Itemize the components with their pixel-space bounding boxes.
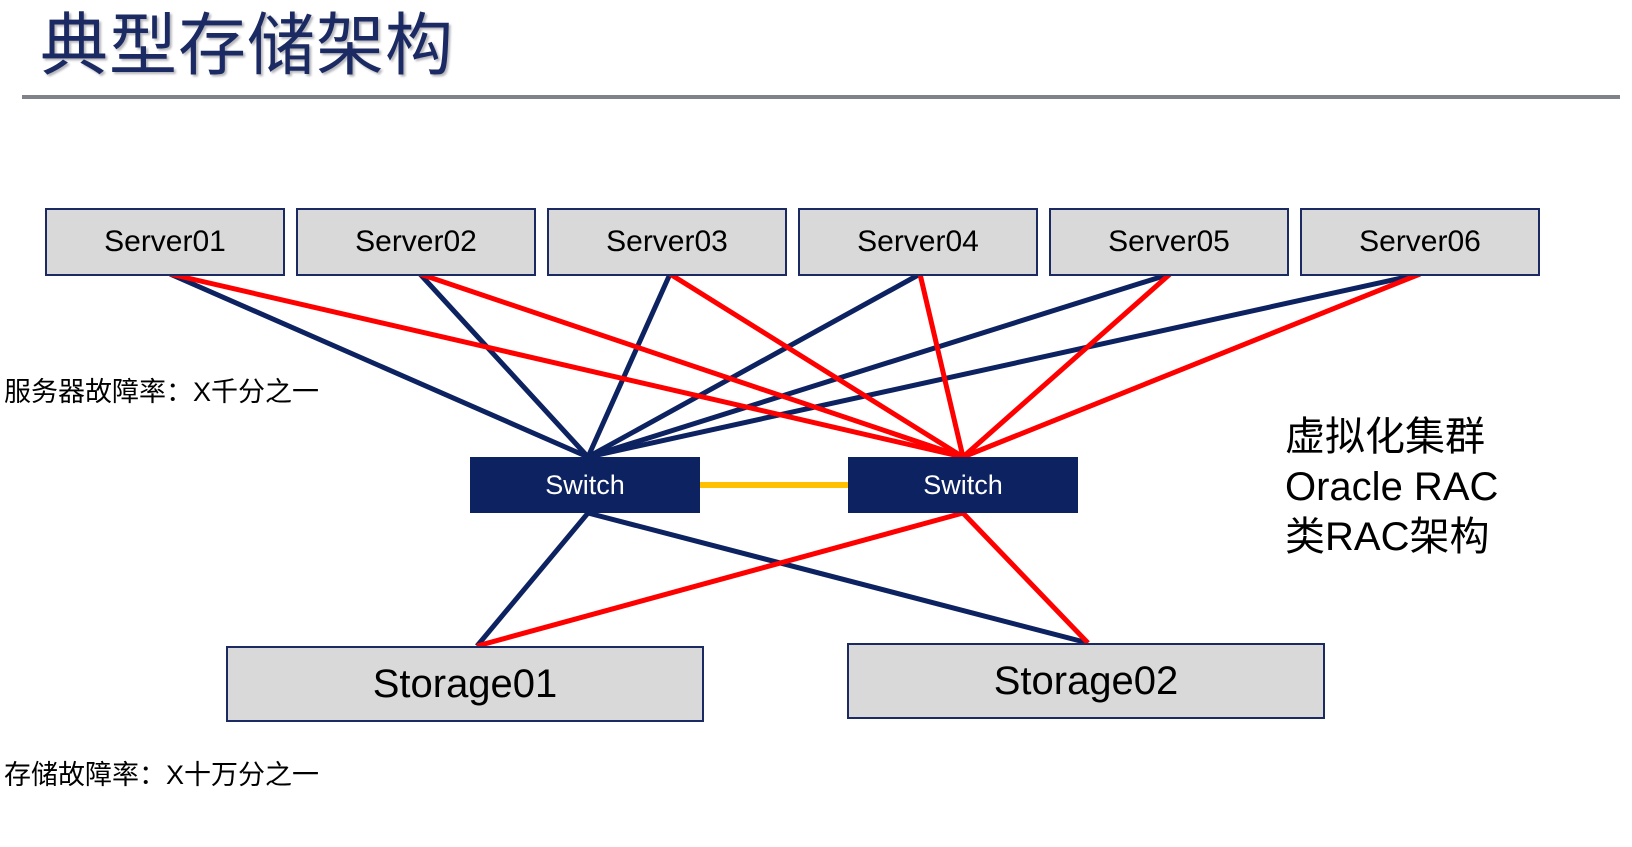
page-title: 典型存储架构 [40, 8, 455, 84]
server-node-2[interactable]: Server02 [296, 208, 536, 276]
switch-label: Switch [545, 469, 625, 500]
link-server-6-to-switch-right [962, 271, 1421, 460]
server-label: Server02 [355, 225, 477, 258]
cluster-type-note: 虚拟化集群 Oracle RAC 类RAC架构 [1285, 412, 1498, 562]
link-server-5-to-switch-right [961, 272, 1172, 459]
server-label: Server03 [606, 225, 728, 258]
server-node-4[interactable]: Server04 [798, 208, 1038, 276]
link-server-1-to-switch-left [168, 271, 590, 460]
link-server-4-to-switch-left [586, 271, 922, 460]
cluster-note-line-2: Oracle RAC [1285, 465, 1499, 509]
link-group-servers-to-switch-left [168, 271, 1421, 460]
storage-label: Storage02 [993, 658, 1179, 703]
server-label: Server06 [1359, 225, 1481, 258]
link-server-4-to-switch-right [917, 273, 966, 458]
server-node-5[interactable]: Server05 [1049, 208, 1289, 276]
server-label: Server01 [104, 225, 226, 258]
server-node-3[interactable]: Server03 [547, 208, 787, 276]
title-divider [22, 95, 1620, 99]
switch-node-left[interactable]: Switch [470, 457, 700, 513]
storage-node-2[interactable]: Storage02 [847, 643, 1325, 719]
link-server-1-to-switch-right [169, 271, 964, 460]
server-failure-rate-note: 服务器故障率：X千分之一 [4, 377, 320, 407]
link-server-5-to-switch-left [587, 271, 1171, 460]
link-switch-right-to-storage-1 [476, 510, 964, 649]
link-switch-left-to-storage-2 [587, 510, 1089, 646]
storage-label: Storage01 [372, 661, 558, 706]
link-switch-right-to-storage-2 [961, 511, 1090, 645]
cluster-note-line-3: 类RAC架构 [1285, 515, 1490, 559]
server-node-1[interactable]: Server01 [45, 208, 285, 276]
server-label: Server04 [857, 225, 979, 258]
link-server-3-to-switch-left [585, 272, 673, 459]
switch-label: Switch [923, 469, 1003, 500]
link-group-servers-to-switch-right [169, 271, 1421, 460]
link-server-3-to-switch-right [668, 271, 965, 460]
link-group-switch-to-storage [475, 510, 1090, 649]
link-server-2-to-switch-right [419, 271, 964, 460]
storage-node-1[interactable]: Storage01 [226, 646, 704, 722]
switch-node-right[interactable]: Switch [848, 457, 1078, 513]
cluster-note-line-1: 虚拟化集群 [1285, 415, 1485, 459]
link-server-6-to-switch-left [587, 271, 1421, 460]
link-server-2-to-switch-left [418, 272, 590, 459]
server-label: Server05 [1108, 225, 1230, 258]
storage-failure-rate-note: 存储故障率：X十万分之一 [4, 760, 320, 790]
server-node-6[interactable]: Server06 [1300, 208, 1540, 276]
link-switch-left-to-storage-1 [475, 511, 590, 648]
